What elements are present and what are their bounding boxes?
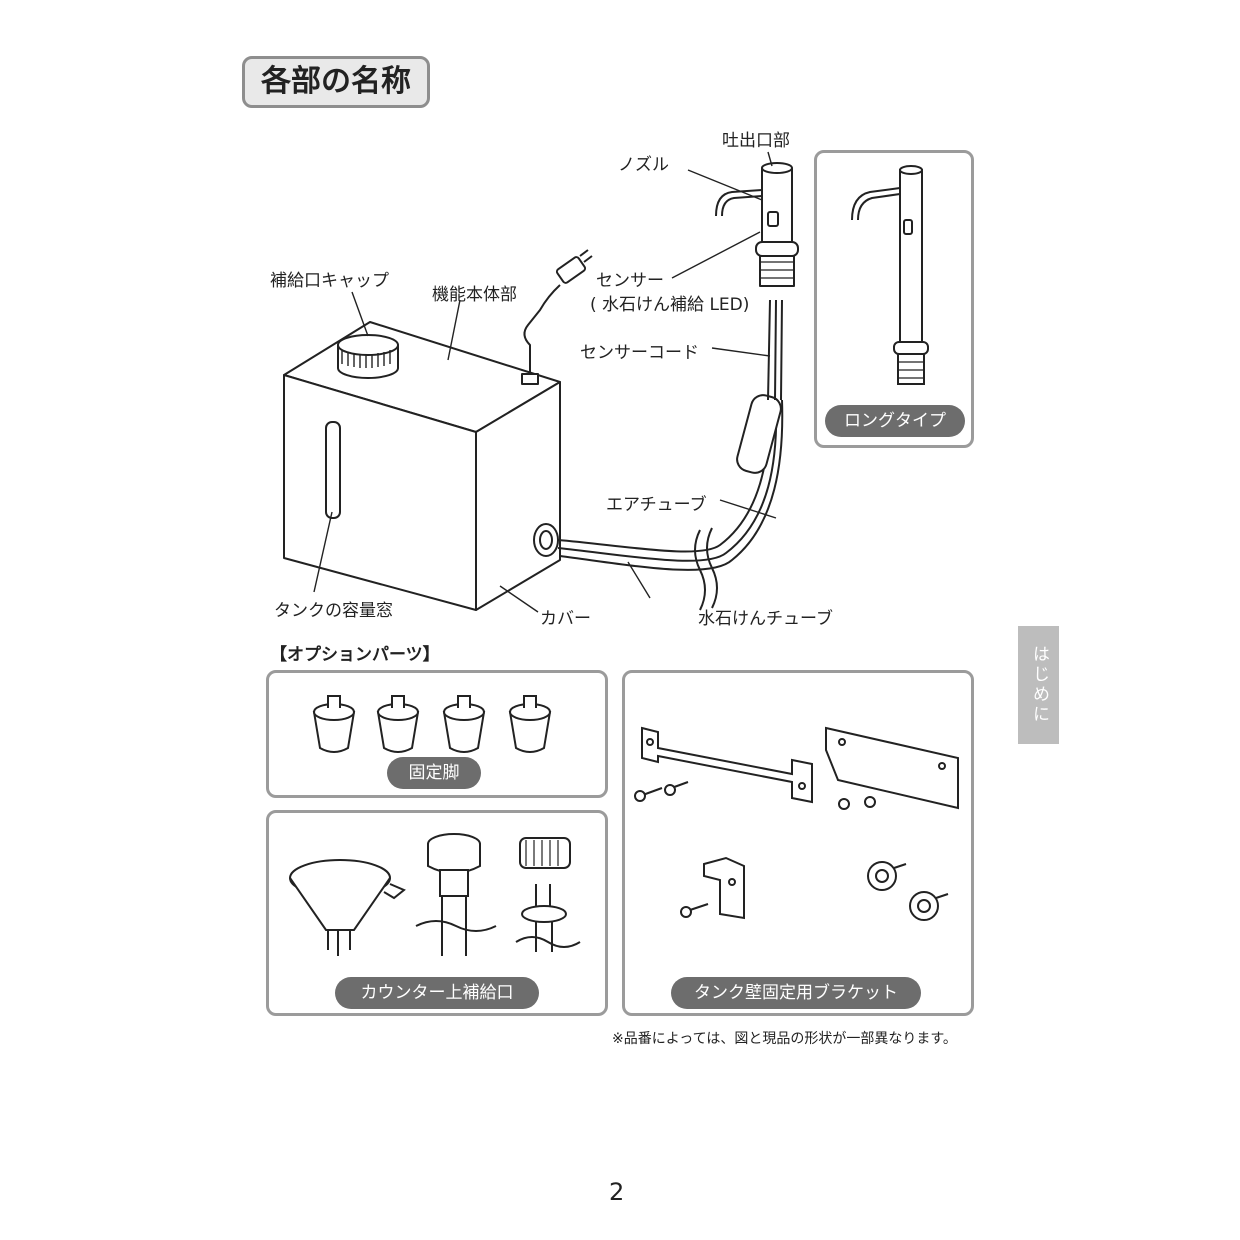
label-air-tube: エアチューブ — [606, 495, 707, 515]
label-main-body: 機能本体部 — [432, 285, 517, 305]
label-tank-window: タンクの容量窓 — [274, 601, 393, 621]
counter-refill-illustration — [289, 833, 581, 956]
label-sensor-cord: センサーコード — [580, 343, 699, 363]
tank-illustration — [283, 321, 561, 611]
label-refill-cap: 補給口キャップ — [270, 271, 389, 291]
page-number: 2 — [609, 1178, 625, 1206]
label-sensor-sub: ( 水石けん補給 LED) — [590, 295, 750, 315]
section-side-tab: はじめに — [1018, 626, 1059, 744]
label-spout: 吐出口部 — [722, 131, 790, 151]
fixed-feet-panel: 固定脚 — [266, 670, 608, 798]
long-type-label: ロングタイプ — [825, 405, 965, 437]
fixed-feet-illustration — [312, 695, 552, 753]
spout-illustration — [715, 162, 799, 287]
footnote: ※品番によっては、図と現品の形状が一部異なります。 — [612, 1031, 957, 1047]
wall-bracket-illustration — [634, 726, 959, 921]
options-heading: 【オプションパーツ】 — [270, 645, 440, 665]
counter-refill-panel: カウンター上補給口 — [266, 810, 608, 1016]
page-title: 各部の名称 — [242, 56, 430, 108]
fixed-feet-label: 固定脚 — [387, 757, 481, 789]
label-nozzle: ノズル — [618, 155, 669, 175]
wall-bracket-label: タンク壁固定用ブラケット — [671, 977, 921, 1009]
label-soap-tube: 水石けんチューブ — [698, 609, 833, 629]
long-type-panel: ロングタイプ — [814, 150, 974, 448]
label-cover: カバー — [540, 609, 591, 629]
label-sensor: センサー — [596, 271, 664, 291]
long-spout-illustration — [851, 165, 929, 385]
counter-refill-label: カウンター上補給口 — [335, 977, 539, 1009]
wall-bracket-panel: タンク壁固定用ブラケット — [622, 670, 974, 1016]
